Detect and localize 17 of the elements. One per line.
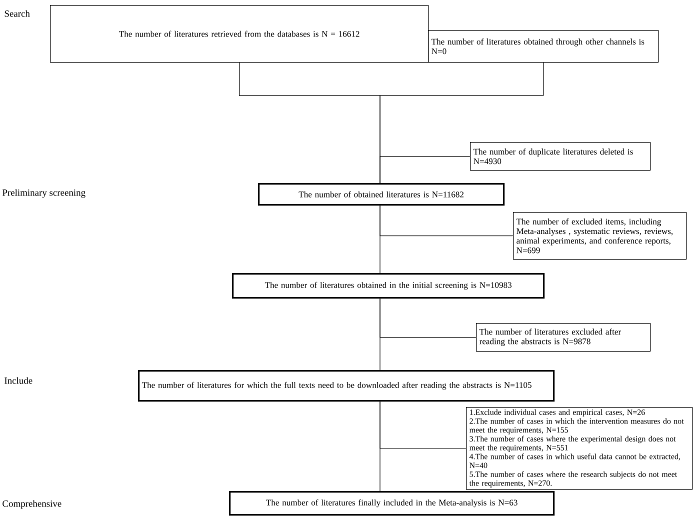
stage-label: Preliminary screening <box>2 189 86 198</box>
connector-line <box>380 156 470 184</box>
process-box: The number of excluded items, including Meta-analyses , systematic reviews, reviews, animal experiments, and conference reports, N=699 <box>513 212 687 260</box>
process-box: The number of obtained literatures is N=11682 <box>258 183 505 206</box>
stage-label: Search <box>4 10 30 17</box>
process-box: The number of literatures excluded after reading the abstracts is N=9878 <box>476 323 651 352</box>
stage-label: Include <box>4 377 32 384</box>
stage-label: Comprehensive <box>2 500 62 509</box>
connector-line <box>380 298 476 338</box>
process-box: The number of literatures finally included in the Meta-analysis is N=63 <box>229 491 555 516</box>
process-box: The number of duplicate literatures deleted is N=4930 <box>470 142 651 171</box>
process-box: The number of literatures obtained through other channels is N=0 <box>428 30 659 63</box>
process-box: The number of literatures for which the full texts need to be downloaded after reading the abstracts is N=1105 <box>138 370 555 402</box>
process-box: The number of literatures retrieved from the databases is N = 16612 <box>50 5 429 63</box>
process-box: The number of literatures obtained in the initial screening is N=10983 <box>232 273 545 299</box>
connector-line <box>380 401 466 449</box>
connector-line <box>380 205 514 236</box>
